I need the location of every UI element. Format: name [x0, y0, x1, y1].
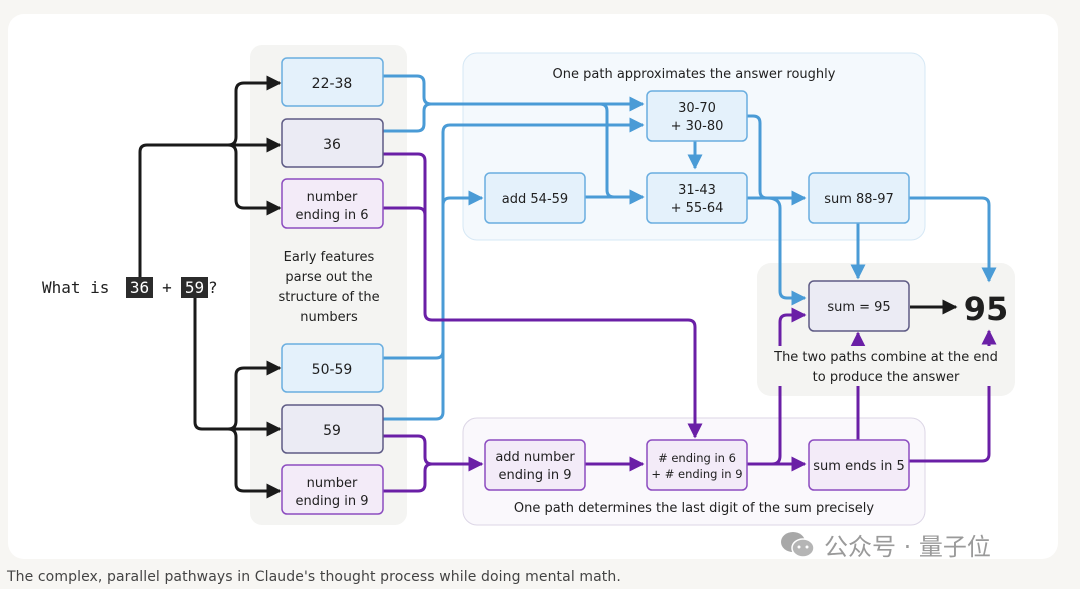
input-lines: [138, 75, 282, 499]
combine-label: The two paths combine at the end to prod…: [770, 346, 1010, 386]
node-36: 36: [281, 118, 384, 168]
svg-text:59: 59: [323, 423, 341, 439]
svg-text:31-43: 31-43: [678, 183, 716, 198]
svg-text:number: number: [307, 476, 358, 491]
svg-text:Early features: Early features: [284, 250, 375, 265]
early-features-label: Early features parse out the structure o…: [278, 250, 379, 325]
svg-text:+: +: [162, 278, 172, 297]
svg-text:ending in 6: ending in 6: [296, 208, 369, 223]
svg-text:+ 30-80: + 30-80: [671, 119, 724, 134]
approx-path-title: One path approximates the answer roughly: [553, 67, 836, 82]
wechat-icon: [780, 531, 816, 559]
figure-caption: The complex, parallel pathways in Claude…: [7, 569, 621, 585]
svg-text:36: 36: [130, 278, 149, 297]
svg-text:add number: add number: [495, 450, 575, 465]
node-ending-in-6: number ending in 6: [281, 178, 384, 229]
node-add-54-59: add 54-59: [484, 172, 586, 224]
svg-text:parse out the: parse out the: [285, 270, 372, 285]
svg-text:+ 55-64: + 55-64: [671, 201, 724, 216]
svg-text:ending in 9: ending in 9: [296, 494, 369, 509]
final-answer: 95: [964, 290, 1009, 328]
watermark: 公众号 · 量子位: [780, 527, 991, 562]
svg-text:+ # ending in 9: + # ending in 9: [651, 467, 742, 481]
node-sum-88-97: sum 88-97: [808, 172, 910, 224]
node-add-number-ending-in-9: add number ending in 9: [484, 439, 586, 491]
svg-text:22-38: 22-38: [312, 76, 353, 92]
svg-text:What is: What is: [42, 278, 109, 297]
svg-text:30-70: 30-70: [678, 101, 716, 116]
node-30-70-plus-30-80: 30-70 + 30-80: [646, 90, 748, 142]
node-ending-in-9: number ending in 9: [281, 464, 384, 515]
svg-text:The two paths combine at the e: The two paths combine at the end: [773, 350, 998, 365]
node-sum-95: sum = 95: [808, 280, 910, 332]
svg-text:sum = 95: sum = 95: [827, 300, 890, 315]
svg-text:sum ends in 5: sum ends in 5: [813, 459, 904, 474]
precise-path-title: One path determines the last digit of th…: [514, 501, 875, 516]
svg-text:number: number: [307, 190, 358, 205]
svg-text:50-59: 50-59: [312, 362, 353, 378]
svg-text:sum 88-97: sum 88-97: [824, 192, 894, 207]
precise-lines: [383, 152, 997, 493]
node-ending-6-plus-ending-9: # ending in 6 + # ending in 9: [646, 439, 748, 491]
svg-text:?: ?: [208, 278, 218, 297]
svg-text:structure of the: structure of the: [278, 290, 379, 305]
svg-text:ending in 9: ending in 9: [499, 468, 572, 483]
svg-text:36: 36: [323, 137, 341, 153]
node-22-38: 22-38: [281, 57, 384, 107]
svg-text:59: 59: [185, 278, 204, 297]
approx-lines: [383, 74, 997, 421]
node-59: 59: [281, 404, 384, 454]
question-text: What is 36 + 59 ?: [42, 277, 218, 298]
svg-text:add 54-59: add 54-59: [502, 192, 568, 207]
node-sum-ends-in-5: sum ends in 5: [808, 439, 910, 491]
node-31-43-plus-55-64: 31-43 + 55-64: [646, 172, 748, 224]
svg-text:# ending in 6: # ending in 6: [658, 451, 736, 465]
node-50-59: 50-59: [281, 343, 384, 393]
svg-text:to produce the answer: to produce the answer: [813, 370, 960, 385]
watermark-text: 公众号 · 量子位: [824, 533, 991, 561]
svg-text:numbers: numbers: [300, 310, 358, 325]
